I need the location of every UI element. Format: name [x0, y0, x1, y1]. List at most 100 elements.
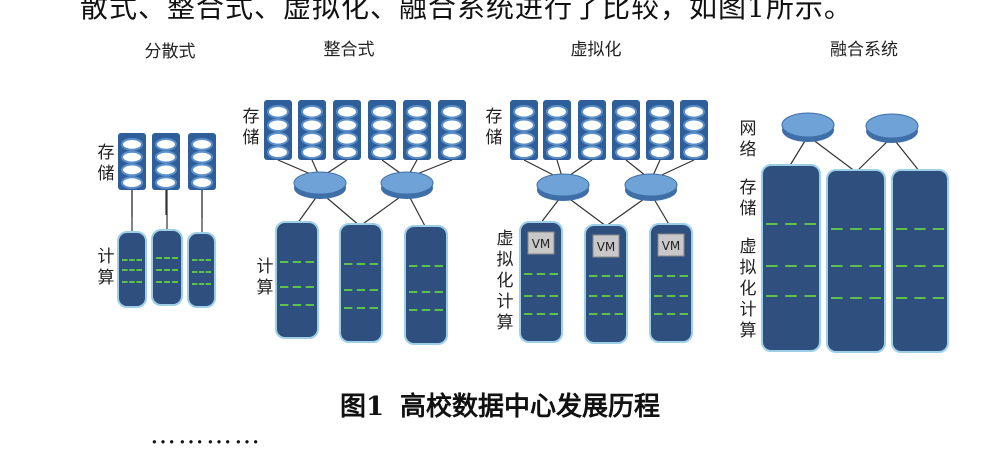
- disk-platter: [649, 105, 671, 119]
- disk-platter: [371, 105, 393, 119]
- storage-label: 存储: [740, 178, 757, 219]
- network-switch: [536, 173, 590, 201]
- switch-top: [624, 173, 678, 197]
- disk-platter: [121, 163, 143, 177]
- network-switch: [781, 112, 835, 142]
- compute-node: [826, 169, 886, 353]
- compute-node: [275, 221, 319, 339]
- storage-disk-stack: [118, 133, 146, 190]
- body-text-above: 散式、整合式、虚拟化、融合系统进行了比较，如图1所示。: [80, 0, 853, 24]
- panel-title: 整合式: [324, 40, 375, 60]
- disk-platter: [155, 150, 177, 164]
- disk-platter: [301, 145, 323, 159]
- storage-disk-stack: [646, 100, 674, 160]
- disk-platter: [155, 176, 177, 189]
- compute-node: [151, 229, 183, 306]
- storage-disk-stack: [510, 100, 538, 160]
- disk-platter: [406, 145, 428, 159]
- disk-platter: [301, 118, 323, 132]
- disk-platter: [406, 105, 428, 119]
- storage-disk-stack: [188, 133, 216, 190]
- switch-top: [536, 173, 590, 197]
- disk-platter: [546, 132, 568, 146]
- disk-platter: [267, 132, 289, 146]
- storage-label: 存储: [243, 107, 260, 148]
- connection-line: [891, 136, 921, 173]
- switch-top: [781, 112, 835, 138]
- disk-platter: [546, 145, 568, 159]
- vm-label: VM: [597, 240, 616, 254]
- switch-top: [293, 171, 347, 195]
- storage-disk-stack: [438, 100, 466, 160]
- switch-top: [380, 171, 434, 195]
- disk-platter: [581, 145, 603, 159]
- compute-node: [761, 164, 821, 352]
- disk-platter: [336, 118, 358, 132]
- disk-platter: [649, 132, 671, 146]
- disk-platter: [336, 132, 358, 146]
- compute-node: VM: [519, 221, 563, 343]
- node-body: [891, 169, 949, 353]
- disk-platter: [581, 118, 603, 132]
- disk-platter: [336, 145, 358, 159]
- storage-disk-stack: [264, 100, 292, 160]
- disk-platter: [267, 105, 289, 119]
- compute-node: [187, 232, 216, 308]
- disk-platter: [371, 145, 393, 159]
- disk-platter: [191, 150, 213, 164]
- storage-disk-stack: [578, 100, 606, 160]
- disk-platter: [683, 145, 705, 159]
- disk-platter: [406, 132, 428, 146]
- compute-node: [339, 223, 383, 343]
- compute-node: VM: [584, 224, 628, 344]
- compute-node: [404, 225, 448, 345]
- disk-platter: [441, 145, 463, 159]
- disk-platter: [683, 132, 705, 146]
- compute-label: 虚拟化计算: [740, 237, 757, 341]
- compute-node: [117, 231, 147, 308]
- disk-platter: [191, 176, 213, 189]
- storage-disk-stack: [152, 133, 180, 190]
- panel-title: 虚拟化: [571, 40, 622, 60]
- disk-platter: [371, 118, 393, 132]
- disk-platter: [301, 132, 323, 146]
- network-switch: [293, 171, 347, 199]
- network-switch: [380, 171, 434, 199]
- disk-platter: [513, 132, 535, 146]
- body-text-below: …………: [150, 420, 262, 450]
- storage-disk-stack: [298, 100, 326, 160]
- storage-label: 存储: [98, 143, 115, 184]
- storage-disk-stack: [403, 100, 431, 160]
- disk-platter: [155, 138, 177, 151]
- connection-line: [855, 136, 893, 173]
- network-switch: [624, 173, 678, 201]
- disk-platter: [121, 138, 143, 151]
- node-body: [275, 221, 319, 339]
- node-body: [187, 232, 216, 308]
- disk-platter: [546, 105, 568, 119]
- disk-platter: [267, 118, 289, 132]
- vm-label: VM: [662, 239, 681, 253]
- disk-platter: [441, 105, 463, 119]
- switch-top: [865, 113, 919, 139]
- storage-label: 存储: [486, 107, 503, 148]
- disk-platter: [581, 105, 603, 119]
- compute-node: VM: [649, 223, 693, 343]
- storage-disk-stack: [543, 100, 571, 160]
- storage-disk-stack: [368, 100, 396, 160]
- disk-platter: [336, 105, 358, 119]
- node-body: [151, 229, 183, 306]
- disk-platter: [301, 105, 323, 119]
- disk-platter: [155, 163, 177, 177]
- disk-platter: [581, 132, 603, 146]
- panel-title: 分散式: [145, 42, 196, 62]
- panel-title: 融合系统: [830, 40, 898, 60]
- disk-platter: [513, 118, 535, 132]
- disk-platter: [371, 132, 393, 146]
- node-body: [404, 225, 448, 345]
- disk-platter: [615, 105, 637, 119]
- disk-platter: [513, 145, 535, 159]
- vm-box: [527, 231, 555, 255]
